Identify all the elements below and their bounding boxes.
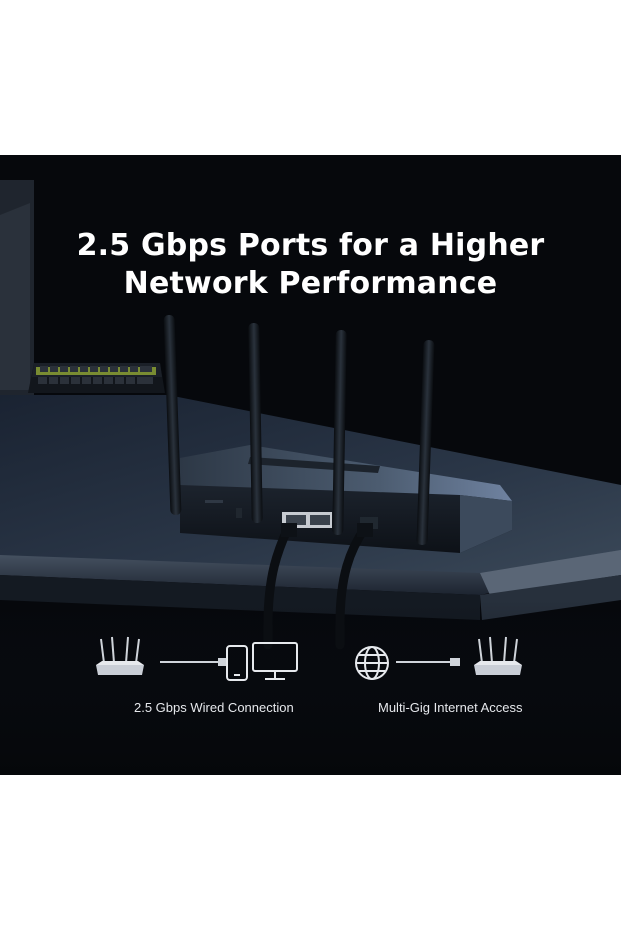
headline-line-1: 2.5 Gbps Ports for a Higher	[76, 228, 545, 263]
monitor-stand	[0, 180, 34, 400]
feature-caption-wired: 2.5 Gbps Wired Connection	[134, 700, 294, 715]
router-icon	[474, 636, 522, 675]
feature-caption-internet: Multi-Gig Internet Access	[378, 700, 523, 715]
headline-line-2: Network Performance	[123, 266, 498, 301]
desk	[0, 395, 621, 775]
headline: 2.5 Gbps Ports for a Higher Network Perf…	[0, 227, 621, 303]
antennas	[163, 315, 435, 545]
keyboard	[28, 363, 165, 393]
connection-line	[160, 658, 228, 666]
monitor-icon	[252, 642, 298, 680]
router-desk-scene	[0, 180, 621, 775]
connection-line	[396, 658, 460, 666]
globe-icon	[355, 646, 389, 680]
phone-icon	[226, 645, 248, 681]
router-icon	[96, 636, 144, 675]
product-banner: 2.5 Gbps Ports for a Higher Network Perf…	[0, 155, 621, 775]
